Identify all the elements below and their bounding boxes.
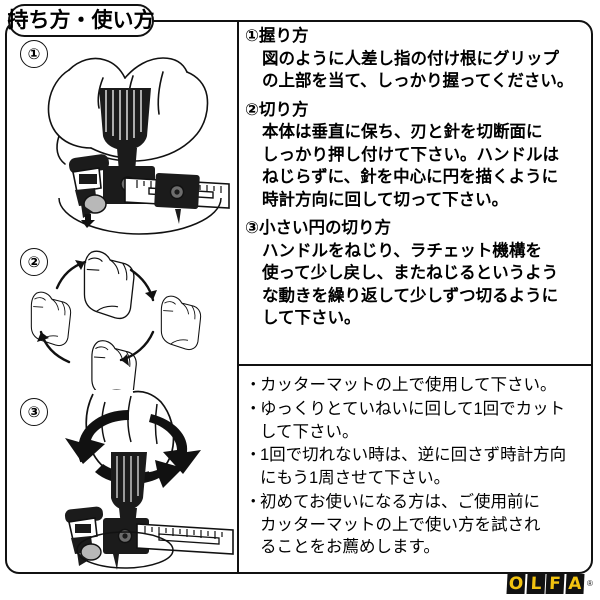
note-bullet-icon: ・	[245, 492, 262, 511]
step-3-heading-text: 小さい円の切り方	[258, 219, 391, 238]
note-item: ・ 1回で切れない時は、逆に回さず時計方向 にもう1周させて下さい。	[245, 444, 593, 490]
step-1-body: 図のように人差し指の付け根にグリップ の上部を当て、しっかり握ってください。	[245, 48, 593, 93]
note-3-line-2: にもう1周させて下さい。	[260, 469, 451, 488]
note-4-line-1: 初めてお使いになる方は、ご使用前に	[260, 492, 541, 511]
note-4-text: 初めてお使いになる方は、ご使用前に カッターマットの上で使い方を試され ることを…	[260, 491, 593, 559]
note-item: ・ 初めてお使いになる方は、ご使用前に カッターマットの上で使い方を試され るこ…	[245, 491, 593, 559]
step-marker-2: ②	[20, 248, 48, 276]
step-1-line-2: の上部を当て、しっかり握ってください。	[262, 72, 574, 91]
notes-divider	[239, 364, 593, 366]
step-1-heading: ①握り方	[245, 26, 593, 48]
logo-letter-o: O	[506, 574, 526, 594]
note-4-line-3: ることをお薦めします。	[260, 538, 440, 557]
ratchet-twist-illustration	[64, 390, 234, 570]
illustration-panel-1: ①	[7, 32, 237, 237]
grip-illustration	[47, 57, 230, 235]
step-2-line-3: ねじらずに、針を中心に円を描くように	[262, 168, 559, 187]
illustration-panel-3: ③	[7, 390, 237, 572]
note-2-line-2: して下さい。	[260, 422, 359, 441]
step-2-body: 本体は垂直に保ち、刃と針を切断面に しっかり押し付けて下さい。ハンドルは ねじら…	[245, 121, 593, 211]
illustration-column: ①	[7, 22, 237, 572]
step-2-line-1: 本体は垂直に保ち、刃と針を切断面に	[262, 123, 543, 142]
column-divider	[237, 22, 239, 572]
step-3-line-3: な動きを繰り返して少しずつ切るように	[262, 286, 559, 305]
note-3-text: 1回で切れない時は、逆に回さず時計方向 にもう1周させて下さい。	[260, 444, 593, 490]
note-3-line-1: 1回で切れない時は、逆に回さず時計方向	[260, 446, 567, 465]
instruction-text-column: ①握り方 図のように人差し指の付け根にグリップ の上部を当て、しっかり握ってくだ…	[245, 22, 593, 572]
page-title: 持ち方・使い方	[7, 9, 155, 32]
step-3: ③小さい円の切り方 ハンドルをねじり、ラチェット機構を 使って少し戻し、またねじ…	[245, 218, 593, 330]
step-1-heading-text: 握り方	[258, 27, 309, 45]
step-2-heading-text: 切り方	[258, 100, 309, 119]
step-3-marker: ③	[245, 219, 259, 238]
note-item: ・ カッターマットの上で使用して下さい。	[245, 374, 593, 397]
logo-letter-l: L	[525, 574, 546, 594]
note-bullet-icon: ・	[245, 446, 262, 465]
note-1-line-1: カッターマットの上で使用して下さい。	[260, 376, 557, 394]
note-2-text: ゆっくりとていねいに回して1回でカット して下さい。	[260, 398, 593, 444]
step-2-marker: ②	[245, 100, 259, 119]
registered-trademark-icon: ®	[587, 579, 593, 588]
step-2: ②切り方 本体は垂直に保ち、刃と針を切断面に しっかり押し付けて下さい。ハンドル…	[245, 100, 593, 212]
hand-rotation-illustration	[30, 250, 202, 390]
illustration-panel-2: ②	[7, 240, 237, 390]
notes-block: ・ カッターマットの上で使用して下さい。 ・ ゆっくりとていねいに回して1回でカ…	[245, 374, 593, 560]
step-1: ①握り方 図のように人差し指の付け根にグリップ の上部を当て、しっかり握ってくだ…	[245, 26, 593, 93]
step-2-line-4: 時計方向に回して切って下さい。	[262, 190, 509, 209]
olfa-brand-logo: O L F A ®	[506, 574, 593, 594]
note-2-line-1: ゆっくりとていねいに回して1回でカット	[260, 399, 566, 418]
note-bullet-icon: ・	[245, 399, 262, 418]
step-2-heading: ②切り方	[245, 100, 593, 122]
note-item: ・ ゆっくりとていねいに回して1回でカット して下さい。	[245, 398, 593, 444]
step-1-marker: ①	[245, 27, 259, 45]
page-title-badge: 持ち方・使い方	[7, 4, 155, 37]
step-3-line-4: して下さい。	[262, 309, 361, 328]
step-1-line-1: 図のように人差し指の付け根にグリップ	[262, 49, 559, 68]
step-2-line-2: しっかり押し付けて下さい。ハンドルは	[262, 145, 559, 164]
step-3-line-2: 使って少し戻し、またねじるというよう	[262, 264, 559, 283]
step-marker-1: ①	[20, 40, 48, 68]
step-marker-3: ③	[20, 398, 48, 426]
logo-letter-a: A	[564, 574, 585, 594]
step-3-heading: ③小さい円の切り方	[245, 218, 593, 240]
note-bullet-icon: ・	[245, 376, 262, 394]
steps-block: ①握り方 図のように人差し指の付け根にグリップ の上部を当て、しっかり握ってくだ…	[245, 26, 593, 337]
note-4-line-2: カッターマットの上で使い方を試され	[260, 515, 541, 534]
step-3-line-1: ハンドルをねじり、ラチェット機構を	[262, 241, 542, 260]
note-1-text: カッターマットの上で使用して下さい。	[260, 374, 593, 397]
step-3-body: ハンドルをねじり、ラチェット機構を 使って少し戻し、またねじるというよう な動き…	[245, 240, 593, 330]
logo-letter-f: F	[545, 574, 565, 594]
